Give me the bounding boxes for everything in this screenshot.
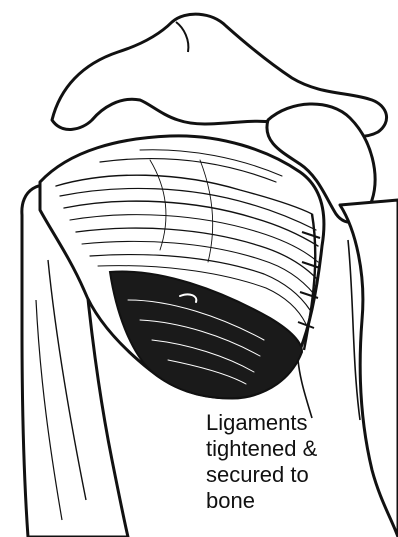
annotation-line-2: tightened &	[206, 436, 396, 462]
annotation-label: Ligaments tightened & secured to bone	[206, 410, 396, 514]
annotation-line-1: Ligaments	[206, 410, 396, 436]
annotation-line-3: secured to	[206, 462, 396, 488]
annotation-line-4: bone	[206, 488, 396, 514]
